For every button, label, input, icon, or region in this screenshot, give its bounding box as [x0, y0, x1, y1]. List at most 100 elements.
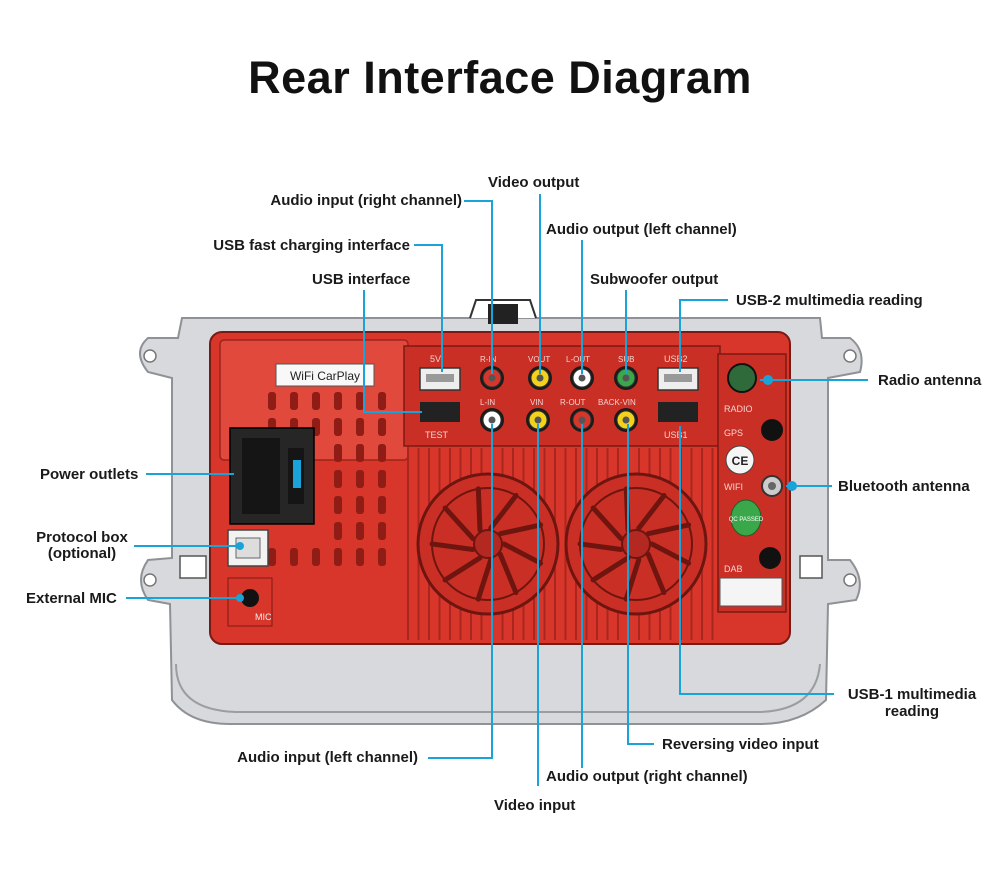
fan-blade [429, 541, 476, 552]
fan-blade [645, 522, 692, 537]
fan-blade [590, 555, 631, 583]
label-video-input: Video input [494, 797, 576, 814]
vent-slot [378, 470, 386, 488]
usb2-port: USB2 [657, 354, 699, 391]
label-bluetooth-antenna: Bluetooth antenna [838, 478, 970, 495]
vent-slot [356, 470, 364, 488]
vent-slot [356, 548, 364, 566]
vent-slot [356, 392, 364, 410]
gps-text: GPS [724, 428, 743, 438]
wifi-text: WIFI [724, 482, 743, 492]
jack-video-in [526, 408, 550, 432]
jack-audio-out-l [570, 366, 594, 390]
line-usb-iface [363, 290, 422, 413]
vent-slots [268, 392, 386, 566]
rca-label-back-vin: BACK-VIN [598, 398, 636, 407]
dab-text: DAB [724, 564, 743, 574]
vent-slot [290, 392, 298, 410]
jack-audio-in-r [480, 366, 504, 390]
fan-blade [475, 486, 483, 533]
vent-slot [334, 444, 342, 462]
fan-blade [590, 505, 624, 542]
vent-slot [356, 496, 364, 514]
label-radio-antenna: Radio antenna [878, 372, 982, 389]
rca-label-l-in: L-IN [480, 398, 495, 407]
label-protocol-box: Protocol box [36, 529, 128, 546]
label-audio-output-right: Audio output (right channel) [546, 768, 748, 785]
label-external-mic: External MIC [26, 590, 117, 607]
jack-video-out [528, 366, 552, 390]
vent-slot [334, 548, 342, 566]
rca-label-r-out: R-OUT [560, 398, 585, 407]
fan-blade [645, 551, 667, 596]
vent-slot [356, 444, 364, 462]
fan-blade [442, 555, 483, 583]
vent-slot [378, 496, 386, 514]
line-audio-in-r [464, 200, 493, 374]
callout-dots [236, 375, 797, 602]
rca-jacks [480, 366, 638, 432]
vent-slot [312, 548, 320, 566]
ce-mark: CE [732, 454, 749, 468]
line-usb-fast [414, 244, 443, 372]
label-subwoofer-output: Subwoofer output [590, 271, 719, 288]
label-protocol-optional: (optional) [47, 545, 117, 562]
vent-slot [334, 418, 342, 436]
fan-blade [488, 493, 519, 531]
jack-reversing-in [614, 408, 638, 432]
sticker-text: WiFi CarPlay [290, 369, 360, 383]
fan-blade [442, 505, 476, 542]
test-text: TEST [425, 430, 449, 440]
usb2-text: USB2 [664, 354, 688, 364]
antenna-column: RADIO GPS CE WIFI QC PASSED DAB [719, 363, 783, 607]
label-usb-interface: USB interface [312, 271, 411, 288]
line-audio-in-l [428, 424, 493, 759]
vent-slot [334, 496, 342, 514]
fan-blade [475, 557, 494, 602]
label-audio-input-left: Audio input (left channel) [237, 749, 418, 766]
vent-slot [268, 392, 276, 410]
vent-slot [312, 392, 320, 410]
fan-blade [497, 551, 519, 596]
protocol-box-connector [227, 529, 269, 567]
vent-slot [334, 392, 342, 410]
cooling-fans [416, 472, 708, 616]
label-usb2-reading: USB-2 multimedia reading [736, 292, 923, 309]
mic-port: MIC [227, 577, 273, 627]
vent-slot [378, 548, 386, 566]
usb1-text: USB1 [664, 430, 688, 440]
usb-5v-text: 5V [430, 354, 441, 364]
fan-blade [649, 541, 692, 566]
line-reversing [627, 424, 654, 745]
carplay-sticker [275, 363, 375, 387]
label-audio-input-right: Audio input (right channel) [270, 192, 462, 209]
usb1-port: USB1 [658, 402, 698, 440]
jack-audio-out-r [570, 408, 594, 432]
vent-slot [356, 418, 364, 436]
vent-slot [268, 548, 276, 566]
fan-left [416, 472, 560, 616]
fan-blade [501, 541, 544, 566]
diagram-title: Rear Interface Diagram [248, 52, 752, 103]
callout-lines [126, 194, 868, 786]
vent-slot [290, 548, 298, 566]
line-usb2 [679, 299, 728, 372]
jack-subwoofer [614, 366, 638, 390]
radio-text: RADIO [724, 404, 753, 414]
rca-label-vin: VIN [530, 398, 544, 407]
fan-right [564, 472, 708, 616]
vent-slot [356, 522, 364, 540]
label-video-output: Video output [488, 174, 580, 191]
rca-label-l-out: L-OUT [566, 355, 590, 364]
qc-sticker-text: QC PASSED [729, 517, 764, 523]
label-usb1-line1: USB-1 multimedia [847, 686, 977, 703]
label-reversing-video: Reversing video input [662, 736, 819, 753]
usb-fast-port: 5V TEST [419, 354, 461, 440]
fan-blade [577, 541, 624, 552]
label-usb1-line2: reading [884, 703, 940, 720]
rca-label-r-in: R-IN [480, 355, 497, 364]
line-usb1 [679, 426, 834, 695]
label-audio-output-left: Audio output (left channel) [546, 221, 737, 238]
vent-slot [378, 392, 386, 410]
